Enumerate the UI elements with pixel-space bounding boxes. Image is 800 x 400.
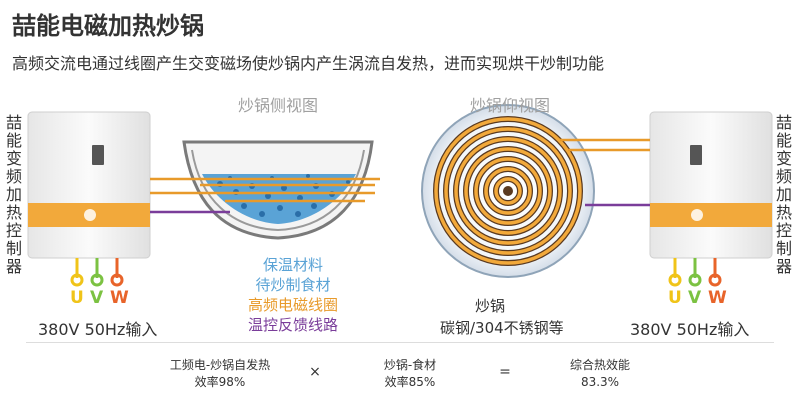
power-cables-left bbox=[70, 257, 124, 287]
power-input-right: 380V 50Hz输入 bbox=[630, 320, 750, 339]
wok-side-view bbox=[182, 140, 374, 240]
controller-right bbox=[649, 111, 773, 259]
side-view-caption: 炒锅侧视图 bbox=[238, 96, 319, 115]
phase-label-w-right: W bbox=[708, 288, 727, 308]
phase-label-w-left: W bbox=[110, 288, 129, 308]
divider bbox=[26, 342, 774, 343]
brand-logo bbox=[691, 209, 703, 221]
controller-body bbox=[27, 111, 151, 259]
efficiency-term-2: 炒锅-食材 效率85% bbox=[350, 357, 470, 391]
coil-wires-right bbox=[560, 138, 650, 207]
phase-label-u-right: U bbox=[668, 288, 682, 308]
legend-feedback: 温控反馈线路 bbox=[247, 316, 338, 334]
phase-label-u-left: U bbox=[70, 288, 84, 308]
page-title: 喆能电磁加热炒锅 bbox=[12, 12, 204, 40]
wok-bottom-view bbox=[421, 104, 595, 278]
term-1-value: 效率98% bbox=[194, 375, 246, 389]
multiply-operator: × bbox=[309, 364, 321, 380]
efficiency-result: 综合热效能 83.3% bbox=[540, 357, 660, 391]
wok-inner-wall bbox=[191, 149, 365, 232]
equals-operator: = bbox=[499, 364, 511, 380]
pan-material: 碳钢/304不锈钢等 bbox=[440, 319, 564, 337]
brand-logo bbox=[84, 209, 96, 221]
page-subtitle: 高频交流电通过线圈产生交变磁场使炒锅内产生涡流自发热，进而实现烘干炒制功能 bbox=[12, 54, 605, 73]
top-view-caption: 炒锅仰视图 bbox=[470, 96, 551, 115]
phase-label-v-right: V bbox=[688, 288, 702, 308]
term-2-name: 炒锅-食材 bbox=[383, 358, 437, 372]
controller-label-left: 喆能变频加热控制器 bbox=[5, 113, 22, 276]
coil-wires-left bbox=[150, 177, 380, 214]
result-value: 83.3% bbox=[580, 375, 620, 389]
legend-coil: 高频电磁线圈 bbox=[247, 296, 338, 314]
controller-body bbox=[649, 111, 773, 259]
controller-left bbox=[27, 111, 151, 259]
power-cables-right bbox=[668, 258, 722, 287]
phase-label-v-left: V bbox=[90, 288, 104, 308]
result-name: 综合热效能 bbox=[569, 358, 630, 372]
term-2-value: 效率85% bbox=[384, 375, 436, 389]
controller-band bbox=[650, 203, 772, 227]
legend-food: 待炒制食材 bbox=[255, 276, 331, 294]
coil-center bbox=[503, 186, 513, 196]
pan-label: 炒锅 bbox=[474, 297, 505, 315]
food-particles bbox=[217, 174, 350, 217]
controller-display bbox=[92, 145, 104, 165]
controller-label-right: 喆能变频加热控制器 bbox=[775, 113, 792, 276]
term-1-name: 工频电-炒锅自发热 bbox=[169, 358, 271, 372]
legend-insulation: 保温材料 bbox=[262, 256, 323, 274]
efficiency-term-1: 工频电-炒锅自发热 效率98% bbox=[150, 357, 290, 391]
controller-display bbox=[690, 145, 702, 165]
power-input-left: 380V 50Hz输入 bbox=[38, 320, 158, 339]
coil-spiral bbox=[434, 117, 582, 265]
